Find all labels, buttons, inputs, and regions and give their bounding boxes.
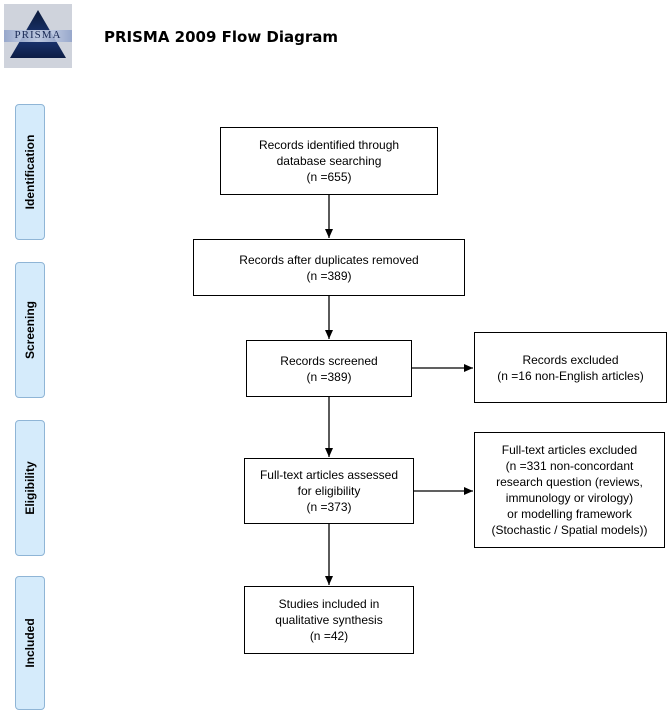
box-text: Records after duplicates removed (239, 252, 419, 267)
stage-identification: Identification (15, 104, 45, 240)
box-text: Full-text articles excluded (501, 443, 638, 457)
box-text: Full-text articles assessed (259, 468, 399, 482)
box-text: immunology or virology) (505, 491, 634, 505)
box-records-excluded: Records excluded (n =16 non-English arti… (474, 332, 667, 403)
logo-text: PRISMA (14, 29, 62, 41)
box-text: or modelling framework (507, 507, 632, 521)
box-text: for eligibility (297, 484, 361, 498)
box-text: (n =389) (306, 268, 352, 283)
box-fulltext-excluded: Full-text articles excluded (n =331 non-… (474, 432, 665, 548)
box-text: database searching (276, 154, 382, 168)
box-text: Records identified through (258, 138, 400, 152)
stage-screening: Screening (15, 262, 45, 398)
box-text: qualitative synthesis (275, 613, 383, 627)
prisma-logo: PRISMA (4, 4, 72, 68)
box-text: (n =655) (306, 170, 352, 184)
box-text: Records screened (280, 353, 378, 368)
box-text: Studies included in (278, 597, 380, 611)
box-duplicates-removed: Records after duplicates removed (n =389… (193, 239, 465, 296)
box-studies-included: Studies included in qualitative synthesi… (244, 586, 414, 654)
box-text: research question (reviews, (496, 475, 643, 489)
box-text: (n =16 non-English articles) (497, 368, 644, 383)
box-text: (n =373) (306, 500, 352, 514)
box-fulltext-assessed: Full-text articles assessed for eligibil… (244, 458, 414, 524)
box-text: (n =42) (309, 629, 349, 643)
box-text: (n =331 non-concordant (505, 459, 634, 473)
box-text: Records excluded (522, 352, 619, 367)
box-text: (n =389) (306, 369, 352, 384)
stage-eligibility: Eligibility (15, 420, 45, 556)
box-records-screened: Records screened (n =389) (246, 340, 412, 397)
logo-band (4, 30, 72, 42)
box-records-identified: Records identified through database sear… (220, 127, 438, 195)
box-text: (Stochastic / Spatial models)) (491, 523, 648, 537)
stage-included: Included (15, 576, 45, 710)
diagram-title: PRISMA 2009 Flow Diagram (104, 28, 339, 46)
